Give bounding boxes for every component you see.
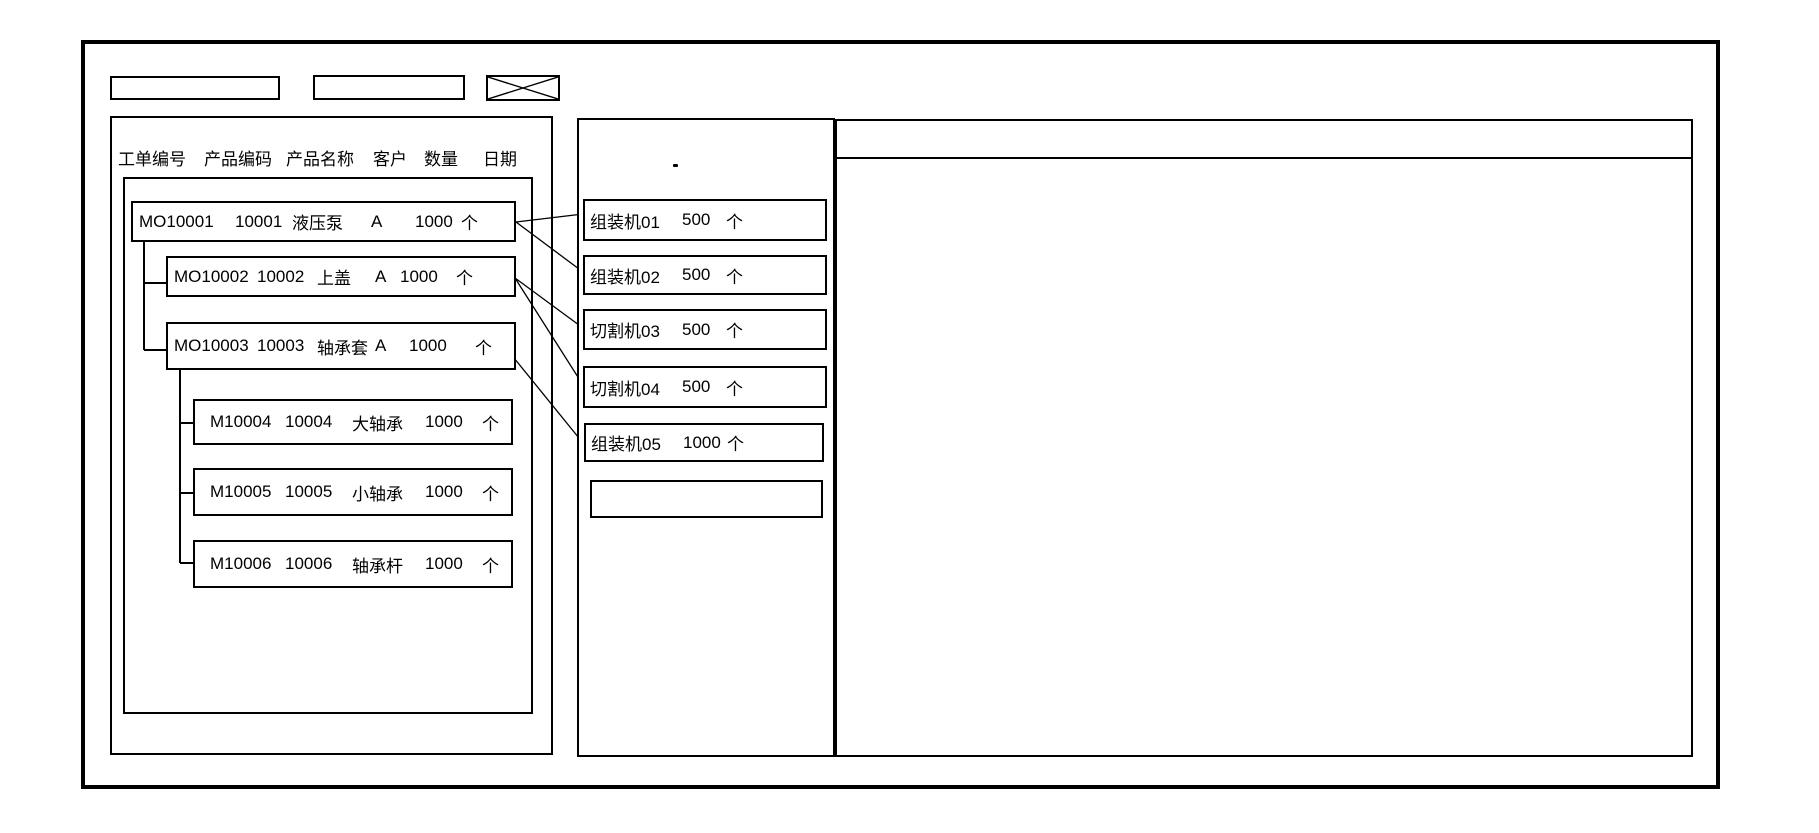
machine-qty: 500	[682, 210, 711, 229]
close-icon	[488, 77, 558, 99]
order-no: M10006	[210, 554, 272, 573]
customer: A	[375, 266, 387, 286]
product-code: 10006	[285, 554, 333, 573]
order-no: M10005	[210, 482, 272, 501]
machine-name: 组装机01	[590, 212, 660, 232]
unit: 个	[726, 267, 743, 287]
machine-slot-zuzhuangji01[interactable]: 组装机01 500 个	[583, 199, 827, 241]
product-name: 轴承杆	[352, 556, 403, 576]
product-code: 10005	[285, 482, 333, 501]
machine-qty: 1000	[683, 432, 721, 452]
column-header-product-code: 产品编码	[204, 149, 272, 169]
quantity: 1000	[425, 482, 463, 501]
schedule-panel	[835, 119, 1693, 757]
quantity: 1000	[400, 266, 438, 286]
machine-qty: 500	[682, 265, 711, 284]
machine-slot-zuzhuangji02[interactable]: 组装机02 500 个	[583, 255, 827, 295]
column-header-date: 日期	[483, 149, 517, 169]
order-node-mo10001[interactable]: MO10001 10001 液压泵 A 1000 个	[131, 201, 516, 242]
machine-slot-qiegeji04[interactable]: 切割机04 500 个	[583, 366, 827, 408]
order-node-mo10003[interactable]: MO10003 10003 轴承套 A 1000 个	[166, 322, 516, 370]
quantity: 1000	[415, 211, 453, 231]
machine-qty: 500	[682, 319, 711, 339]
machine-slot-empty[interactable]	[590, 480, 823, 518]
order-no: M10004	[210, 412, 272, 431]
orders-column-headers: 工单编号 产品编码 产品名称 客户 数量 日期	[118, 146, 538, 169]
quantity: 1000	[409, 336, 447, 355]
machine-qty: 500	[682, 377, 711, 396]
unit: 个	[456, 269, 473, 288]
order-no: MO10001	[139, 211, 214, 231]
product-name: 液压泵	[292, 214, 343, 233]
quantity: 1000	[425, 412, 463, 431]
order-no: MO10003	[174, 336, 249, 355]
machine-slot-qiegeji03[interactable]: 切割机03 500 个	[583, 309, 827, 350]
schedule-header-divider	[835, 157, 1693, 159]
machine-name: 组装机05	[591, 435, 661, 454]
product-name: 小轴承	[352, 484, 403, 504]
unit: 个	[475, 338, 492, 358]
order-node-mo10002[interactable]: MO10002 10002 上盖 A 1000 个	[166, 256, 516, 297]
product-code: 10001	[235, 211, 283, 231]
toolbar-input-2[interactable]	[313, 75, 465, 100]
customer: A	[371, 211, 383, 231]
close-button[interactable]	[486, 75, 560, 101]
order-no: MO10002	[174, 266, 249, 286]
column-header-order-no: 工单编号	[118, 149, 186, 169]
product-code: 10002	[257, 266, 305, 286]
customer: A	[375, 336, 387, 355]
product-code: 10003	[257, 336, 305, 355]
machine-name: 组装机02	[590, 267, 660, 287]
unit: 个	[461, 214, 478, 233]
column-header-product-name: 产品名称	[286, 149, 354, 169]
stray-dot	[673, 164, 678, 167]
unit: 个	[727, 435, 744, 454]
order-node-m10005[interactable]: M10005 10005 小轴承 1000 个	[193, 468, 513, 516]
unit: 个	[482, 484, 499, 504]
unit: 个	[726, 379, 743, 399]
product-name: 大轴承	[352, 414, 403, 434]
column-header-qty: 数量	[424, 149, 458, 169]
unit: 个	[482, 414, 499, 434]
order-node-m10004[interactable]: M10004 10004 大轴承 1000 个	[193, 399, 513, 445]
machine-name: 切割机03	[590, 322, 660, 341]
machine-slot-zuzhuangji05[interactable]: 组装机05 1000 个	[584, 423, 824, 462]
product-code: 10004	[285, 412, 333, 431]
unit: 个	[726, 212, 743, 232]
unit: 个	[482, 556, 499, 576]
quantity: 1000	[425, 554, 463, 573]
toolbar-input-1[interactable]	[110, 76, 280, 100]
unit: 个	[726, 322, 743, 341]
column-header-customer: 客户	[373, 149, 407, 169]
product-name: 轴承套	[317, 338, 368, 358]
product-name: 上盖	[317, 269, 351, 288]
order-node-m10006[interactable]: M10006 10006 轴承杆 1000 个	[193, 540, 513, 588]
machine-name: 切割机04	[590, 379, 660, 399]
